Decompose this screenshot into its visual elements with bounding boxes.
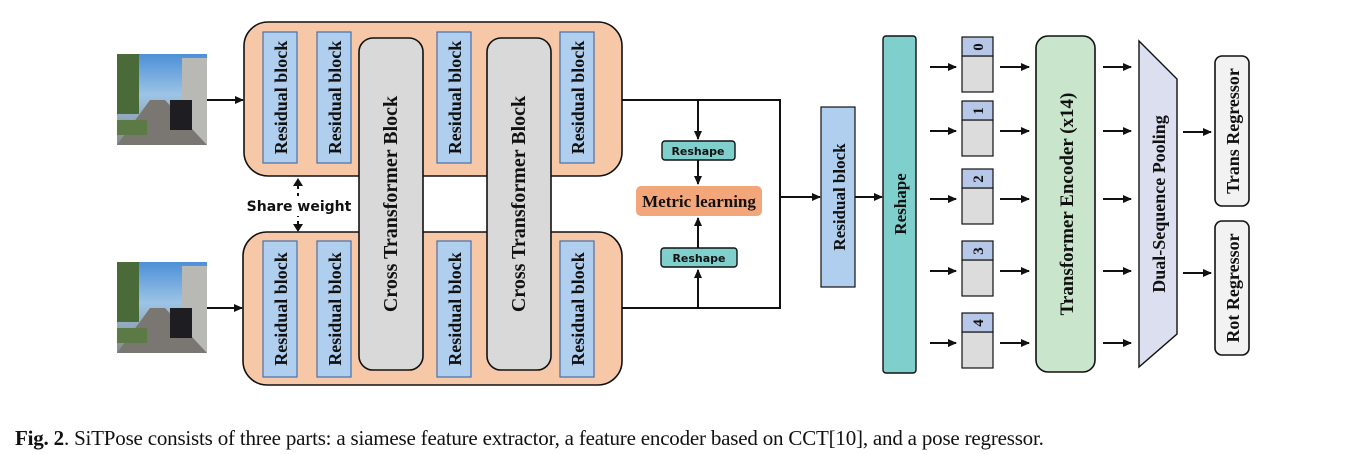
token-index: 2 (971, 175, 987, 183)
residual-block-label: Residual block (325, 41, 345, 155)
share-weight-label: Share weight (247, 199, 352, 215)
residual-block: Residual block (316, 240, 352, 378)
cross-transformer-block-1: Cross Transformer Block (358, 37, 424, 371)
dual-sequence-pooling-block: Dual-Sequence Pooling (1138, 39, 1178, 369)
svg-text:Reshape: Reshape (672, 252, 725, 265)
token-index: 4 (971, 319, 987, 327)
svg-text:Metric learning: Metric learning (642, 192, 756, 211)
cross-block-label: Cross Transformer Block (508, 95, 530, 312)
svg-text:Reshape: Reshape (671, 145, 724, 158)
cross-transformer-block-2: Cross Transformer Block (486, 37, 552, 371)
residual-block-label: Residual block (568, 41, 588, 155)
caption-text: . SiTPose consists of three parts: a sia… (63, 426, 1044, 450)
residual-block-label: Residual block (271, 41, 291, 155)
svg-text:Dual-Sequence Pooling: Dual-Sequence Pooling (1149, 115, 1169, 293)
residual-block-label: Residual block (445, 252, 465, 366)
residual-block-label: Residual block (568, 252, 588, 366)
svg-text:Rot Regressor: Rot Regressor (1223, 233, 1243, 342)
token-3: 3 (961, 240, 994, 297)
residual-block-label: Residual block (325, 252, 345, 366)
token-index: 3 (971, 247, 987, 255)
rot-regressor-block: Rot Regressor (1214, 220, 1250, 356)
figure-caption: Fig. 2. SiTPose consists of three parts:… (15, 426, 1355, 451)
input-image-2 (117, 262, 207, 353)
trans-regressor-block: Trans Regressor (1214, 55, 1250, 207)
token-2: 2 (961, 168, 994, 225)
token-4: 4 (961, 312, 994, 369)
token-1: 1 (961, 100, 994, 157)
arrow-down-icon (293, 224, 303, 232)
residual-block: Residual block (559, 31, 595, 164)
svg-text:Trans Regressor: Trans Regressor (1223, 68, 1243, 194)
svg-text:Transformer Encoder (x14): Transformer Encoder (x14) (1057, 93, 1078, 316)
residual-block: Residual block (559, 240, 595, 378)
token-index: 0 (971, 43, 987, 51)
reshape-bottom: Reshape (660, 247, 738, 268)
residual-block-label: Residual block (271, 252, 291, 366)
residual-block: Residual block (436, 240, 472, 378)
arrow-up-icon (293, 178, 303, 186)
cross-block-label: Cross Transformer Block (380, 95, 402, 312)
residual-block: Residual block (262, 240, 298, 378)
token-0: 0 (961, 36, 994, 93)
svg-text:Residual block: Residual block (830, 143, 849, 251)
encoder-residual-block: Residual block (820, 106, 856, 288)
connector (622, 99, 781, 309)
reshape-top: Reshape (661, 140, 736, 161)
residual-block-label: Residual block (445, 41, 465, 155)
token-index: 1 (971, 107, 987, 115)
input-image-1 (117, 54, 207, 145)
residual-block: Residual block (436, 31, 472, 164)
residual-block: Residual block (262, 31, 298, 164)
metric-learning-block: Metric learning (636, 186, 762, 216)
transformer-encoder-block: Transformer Encoder (x14) (1035, 35, 1096, 373)
residual-block: Residual block (316, 31, 352, 164)
figure-number: Fig. 2 (15, 426, 64, 450)
svg-text:Reshape: Reshape (891, 173, 910, 235)
encoder-reshape-block: Reshape (882, 35, 917, 374)
